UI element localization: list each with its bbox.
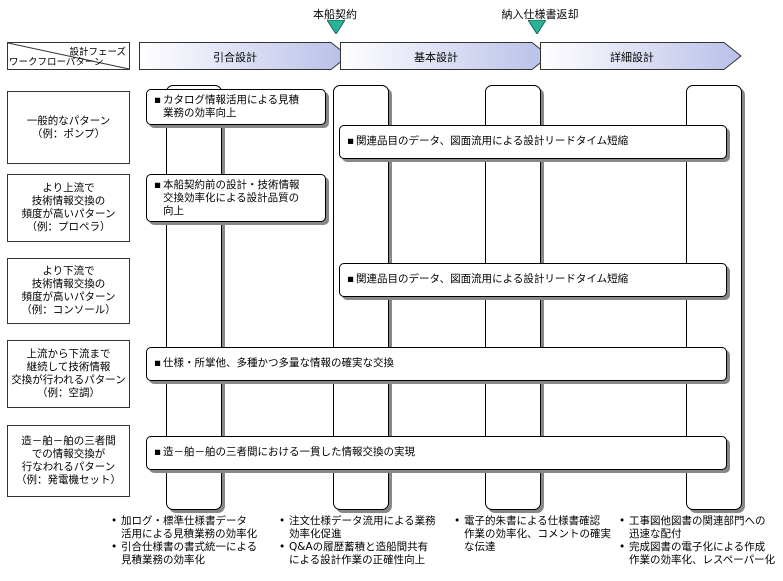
milestone-contract: 本船契約 [300,6,370,22]
row-label-continuous: 上流から下流まで 継続して技術情報 交換が行われるパターン （例：空調） [7,340,130,408]
note-item: •加ログ・標準仕様書データ 活用による見積業務の効率化 [111,515,258,540]
row-label-general: 一般的なパターン （例：ポンプ） [7,91,130,164]
milestone-contract-label: 本船契約 [313,8,357,21]
benefit-box-spec-exchange: ▪仕様・所掌他、多種かつ多量な情報の確実な交換 [146,347,727,381]
header-pattern-label: ワークフローパターン [9,57,104,68]
note-item: •完成図書の電子化による作成 作業の効率化、レスペーパー化 [619,541,776,566]
note-item: •工事図他図書の関連部門への 迅速な配付 [619,515,766,540]
benefit-box-reuse-1: ▪関連品目のデータ、図面流用による設計リードタイム短縮 [339,125,727,159]
note-group-approval: •電子的朱書による仕様書確認 作業の効率化、コメントの確実 な伝達 [454,515,616,554]
milestone-spec-return-label: 納入仕様書返却 [501,8,579,21]
note-item: •電子的朱書による仕様書確認 作業の効率化、コメントの確実 な伝達 [454,515,611,553]
note-item: •Q&Aの履歴蓄積と造船間共有 による設計作業の正確性向上 [279,541,429,566]
row-label-upstream: より上流で 技術情報交換の 頻度が高いパターン （例：プロペラ） [7,174,130,242]
note-group-basic: •注文仕様データ流用による業務 効率化促進 •Q&Aの履歴蓄積と造船間共有 によ… [279,515,451,567]
benefit-box-reuse-2: ▪関連品目のデータ、図面流用による設計リードタイム短縮 [339,263,727,297]
note-item: •注文仕様データ流用による業務 効率化促進 [279,515,436,540]
phase-basic: 基本設計 [340,42,550,70]
phase-inquiry-arrow [139,42,349,70]
row-label-three-party: 造－舶－舶の三者間 での情報交換が 行なわれるパターン （例：発電機セット） [7,425,130,497]
milestone-spec-return-marker [528,20,546,34]
phase-basic-label: 基本設計 [414,51,458,64]
phase-inquiry: 引合設計 [139,42,349,70]
phase-detail-label: 詳細設計 [610,51,654,64]
note-group-inquiry: •加ログ・標準仕様書データ 活用による見積業務の効率化 •引合仕様書の書式統一に… [111,515,279,567]
header-cell: 設計フェーズ ワークフローパターン [7,42,130,70]
phase-detail-arrow [540,42,742,70]
phase-detail: 詳細設計 [540,42,742,70]
note-group-detail: •工事図他図書の関連部門への 迅速な配付 •完成図書の電子化による作成 作業の効… [619,515,781,567]
row-label-downstream: より下流で 技術情報交換の 頻度が高いパターン （例：コンソール） [7,258,130,324]
phase-inquiry-label: 引合設計 [213,51,257,64]
benefit-box-catalog: ▪カタログ情報活用による見積 業務の効率向上 [146,89,326,125]
header-diagonal [8,43,129,69]
benefit-box-three-party: ▪造－舶－舶の三者間における一貫した情報交換の実現 [146,436,727,470]
note-item: •引合仕様書の書式統一による 見積業務の効率化 [111,541,258,566]
header-phase-label: 設計フェーズ [69,47,126,58]
milestone-spec-return: 納入仕様書返却 [490,6,590,22]
milestone-contract-marker [327,20,345,34]
benefit-box-pre-contract: ▪本船契約前の設計・技術情報 交換効率化による設計品質の 向上 [146,174,326,222]
